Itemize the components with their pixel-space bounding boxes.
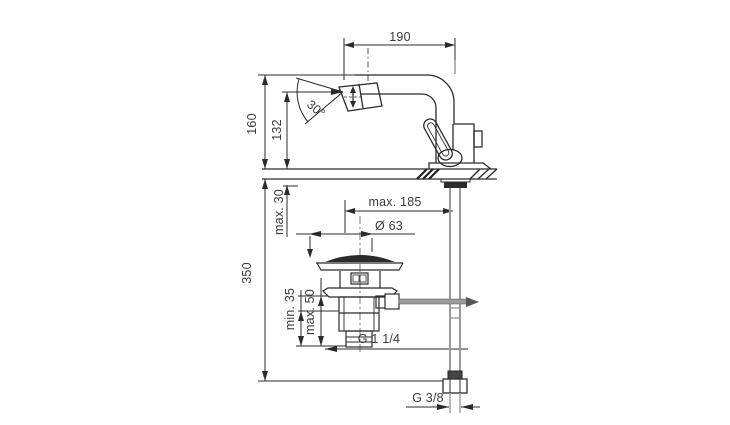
dim-label-132: 132: [270, 119, 284, 141]
dim-label-min-35: min. 35: [283, 287, 297, 331]
dim-label-max-50: max. 50: [303, 289, 317, 335]
deck-hatching-right: [469, 168, 498, 180]
thread-label-g-3-8: G 3/8: [412, 391, 444, 405]
mounting-nut: [444, 182, 467, 188]
dim-label-dia-63: Ø 63: [375, 219, 403, 233]
g38-connector: [442, 370, 468, 413]
thread-label-g-1-1-4: G 1 1/4: [357, 332, 401, 346]
waste-plug-cap: [325, 255, 395, 262]
dim-label-max-30: max. 30: [272, 189, 286, 235]
dim-label-max-185: max. 185: [368, 195, 422, 209]
below-deck-plumbing: [440, 60, 471, 413]
dim-label-160: 160: [245, 113, 259, 135]
dim-label-190: 190: [389, 30, 411, 44]
pop-up-rod: [384, 293, 479, 310]
dim-label-350: 350: [240, 262, 254, 284]
faucet-outline: [338, 48, 492, 170]
deck-hatching-left: [416, 168, 440, 180]
pop-up-waste-assembly: [316, 216, 404, 352]
mounting-deck: [262, 168, 498, 180]
supply-pipe: [449, 188, 461, 371]
dimension-arrowheads: [262, 42, 473, 410]
